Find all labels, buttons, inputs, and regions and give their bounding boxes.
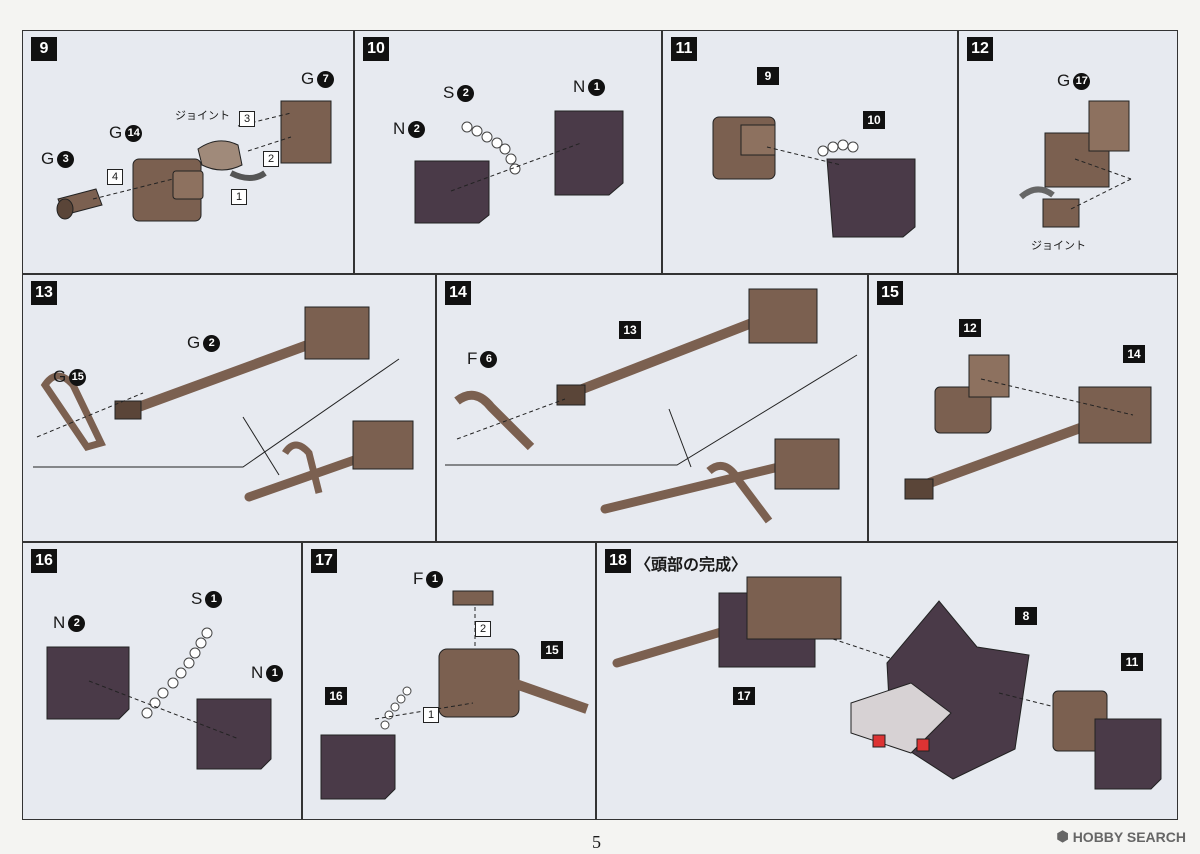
ref-step-12: 12 bbox=[959, 319, 981, 337]
logo-icon: ⬢ bbox=[1056, 828, 1069, 844]
step-number: 14 bbox=[445, 281, 471, 305]
step-title: 〈頭部の完成〉 bbox=[635, 557, 748, 574]
order-box-1: 1 bbox=[231, 189, 247, 205]
step-number: 17 bbox=[311, 549, 337, 573]
part-illustration bbox=[56, 100, 332, 222]
order-box-4: 4 bbox=[107, 169, 123, 185]
ref-step-9: 9 bbox=[757, 67, 779, 85]
ref-step-8: 8 bbox=[1015, 607, 1037, 625]
part-illustration bbox=[33, 306, 414, 502]
part-illustration bbox=[904, 354, 1152, 500]
step-number: 13 bbox=[31, 281, 57, 305]
step-panel-15: 15 12 14 bbox=[868, 274, 1178, 542]
step-number: 10 bbox=[363, 37, 389, 61]
step-number: 18 bbox=[605, 549, 631, 573]
ref-step-11: 11 bbox=[1121, 653, 1143, 671]
ref-step-17: 17 bbox=[733, 687, 755, 705]
part-illustration bbox=[712, 116, 916, 238]
order-box-2: 2 bbox=[263, 151, 279, 167]
step-number: 12 bbox=[967, 37, 993, 61]
part-illustration bbox=[46, 627, 272, 770]
order-box-3: 3 bbox=[239, 111, 255, 127]
step-panel-18: 18 〈頭部の完成〉 8 17 11 bbox=[596, 542, 1178, 820]
page-number: 5 bbox=[592, 832, 601, 852]
ref-step-15: 15 bbox=[541, 641, 563, 659]
ref-step-16: 16 bbox=[325, 687, 347, 705]
watermark: ⬢ HOBBY SEARCH bbox=[1056, 828, 1186, 845]
part-illustration bbox=[414, 110, 624, 224]
joint-label: ジョイント bbox=[1031, 240, 1086, 252]
order-box-1: 1 bbox=[423, 707, 439, 723]
step-number: 9 bbox=[31, 37, 57, 61]
ref-step-13: 13 bbox=[619, 321, 641, 339]
ref-step-14: 14 bbox=[1123, 345, 1145, 363]
step-number: 11 bbox=[671, 37, 697, 61]
part-illustration bbox=[612, 576, 1162, 790]
order-box-2: 2 bbox=[475, 621, 491, 637]
ref-step-10: 10 bbox=[863, 111, 885, 129]
joint-label: ジョイント bbox=[175, 110, 230, 122]
part-illustration bbox=[445, 288, 858, 524]
part-illustration bbox=[1019, 100, 1132, 228]
step-panel-11: 11 9 10 bbox=[662, 30, 958, 274]
part-illustration bbox=[320, 590, 589, 800]
step-number: 15 bbox=[877, 281, 903, 305]
step-number: 16 bbox=[31, 549, 57, 573]
